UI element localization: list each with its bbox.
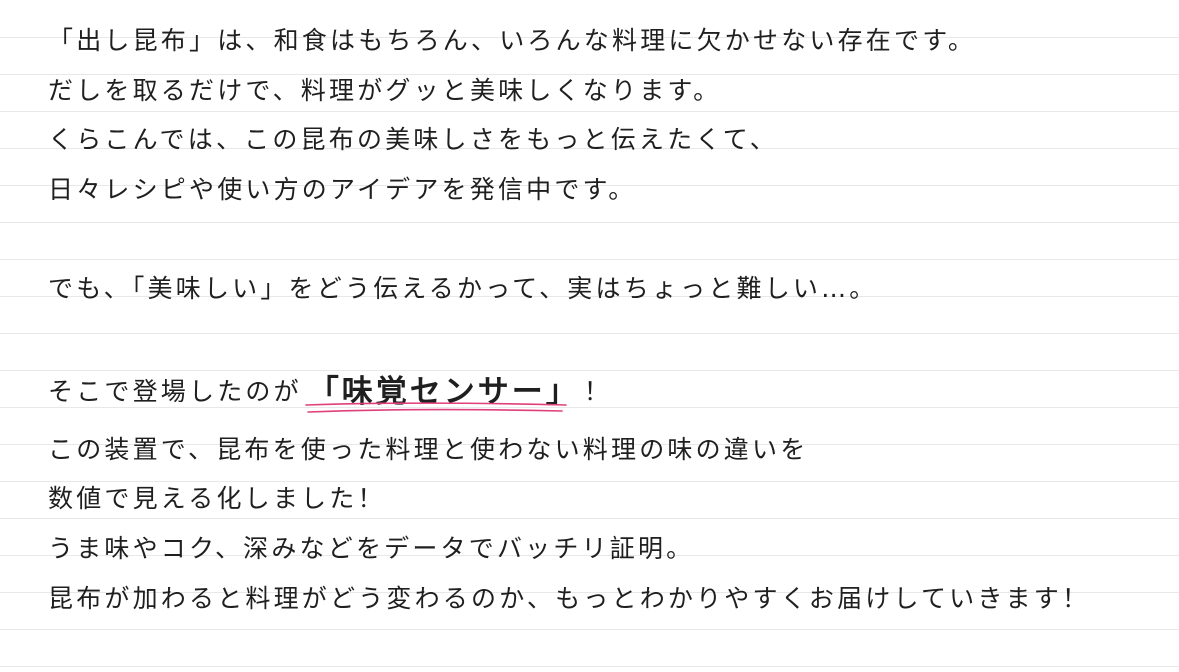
exclamation-mark: ！ [583,377,613,406]
paragraph3-line5: 昆布が加わると料理がどう変わるのか、もっとわかりやすくお届けしていきます！ [48,584,1091,613]
paragraph1-line1: 「出し昆布」は、和食はもちろん、いろんな料理に欠かせない存在です。 [48,26,977,55]
double-underline-icon [305,402,567,413]
paragraph3-line3: 数値で見える化しました！ [48,484,386,513]
taste-sensor-label: 「味覚センサー」 [307,374,580,410]
taste-sensor-highlight: 「味覚センサー」 [305,374,580,413]
paragraph1-line3: くらこんでは、この昆布の美味しさをもっと伝えたくて、 [48,125,778,154]
paragraph3-line2: この装置で、昆布を使った料理と使わない料理の味の違いを [48,435,809,464]
paragraph1-line4: 日々レシピや使い方のアイデアを発信中です。 [48,175,637,204]
paragraph1-line2: だしを取るだけで、料理がグッと美味しくなります。 [48,76,722,105]
paragraph3-line4: うま味やコク、深みなどをデータでバッチリ証明。 [48,534,695,563]
paragraph2-line1: でも、「美味しい」をどう伝えるかって、実はちょっと難しい…。 [48,274,878,303]
paragraph3-line1: そこで登場したのが「味覚センサー」 ！ [48,374,613,413]
intro-lead-text: そこで登場したのが [48,377,302,406]
